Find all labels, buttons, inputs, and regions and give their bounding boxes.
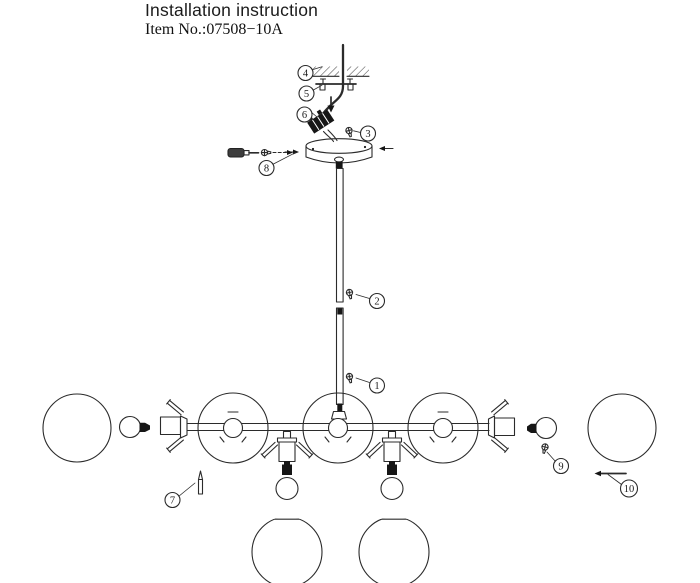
bulb-left — [118, 415, 150, 439]
canopy-wires — [322, 129, 338, 143]
page-title: Installation instruction — [145, 0, 319, 20]
rod-upper — [335, 167, 344, 303]
callout-5: 5 — [298, 85, 315, 102]
item-number: Item No.:07508−10A — [145, 21, 283, 38]
callout-6: 6 — [296, 106, 313, 123]
callout-8: 8 — [258, 159, 275, 177]
locking-pin — [197, 470, 204, 495]
globe-on-bar-center — [302, 392, 374, 464]
callout-2-label: 2 — [374, 297, 379, 308]
callout-7: 7 — [164, 491, 181, 509]
callout-8-label: 8 — [264, 164, 269, 175]
rod-lower — [335, 307, 344, 411]
callout-9-label: 9 — [558, 462, 563, 473]
callout-10: 10 — [619, 479, 639, 498]
callout-1-label: 1 — [374, 381, 379, 392]
screwdriver — [227, 147, 260, 158]
slide-arrow-icon — [594, 470, 627, 477]
callout-3: 3 — [359, 125, 377, 142]
sheet-header: Installation instruction Item No.:07508−… — [145, 0, 318, 40]
bulb-hanging-1 — [275, 461, 299, 501]
insert-arrow-icon — [327, 96, 335, 113]
glass-globe-bottom-2 — [358, 512, 430, 583]
screw-guide-dashed-arrow — [272, 150, 293, 155]
bulb-hanging-2 — [380, 461, 404, 501]
callout-4: 4 — [297, 64, 314, 82]
leader-lines — [178, 66, 622, 497]
glass-globe-left — [42, 393, 112, 463]
callout-10-label: 10 — [624, 484, 635, 495]
globe-on-bar-left — [197, 392, 269, 464]
glass-globe-right — [587, 393, 657, 463]
callout-7-label: 7 — [170, 496, 175, 507]
callout-3-label: 3 — [365, 129, 370, 140]
bulb-right — [527, 416, 558, 440]
callout-6-label: 6 — [302, 110, 307, 121]
globe-on-bar-right — [407, 392, 479, 464]
screw-icon-3 — [344, 126, 355, 138]
screw-icon-2 — [345, 288, 355, 300]
down-socket-2 — [365, 430, 419, 463]
end-socket-left — [159, 399, 188, 453]
glass-globe-bottom-1 — [251, 512, 323, 583]
callout-4-label: 4 — [303, 69, 309, 80]
screw-icon-1 — [345, 372, 355, 384]
callout-5-label: 5 — [304, 89, 309, 100]
mounting-bracket — [315, 78, 357, 91]
canopy — [305, 138, 373, 169]
callout-2: 2 — [368, 292, 386, 310]
rod-collar — [330, 410, 348, 420]
end-socket-right — [487, 399, 516, 453]
callout-1: 1 — [368, 377, 386, 394]
callout-9: 9 — [552, 457, 570, 475]
down-socket-1 — [260, 430, 314, 463]
screw-icon-8 — [260, 148, 272, 157]
